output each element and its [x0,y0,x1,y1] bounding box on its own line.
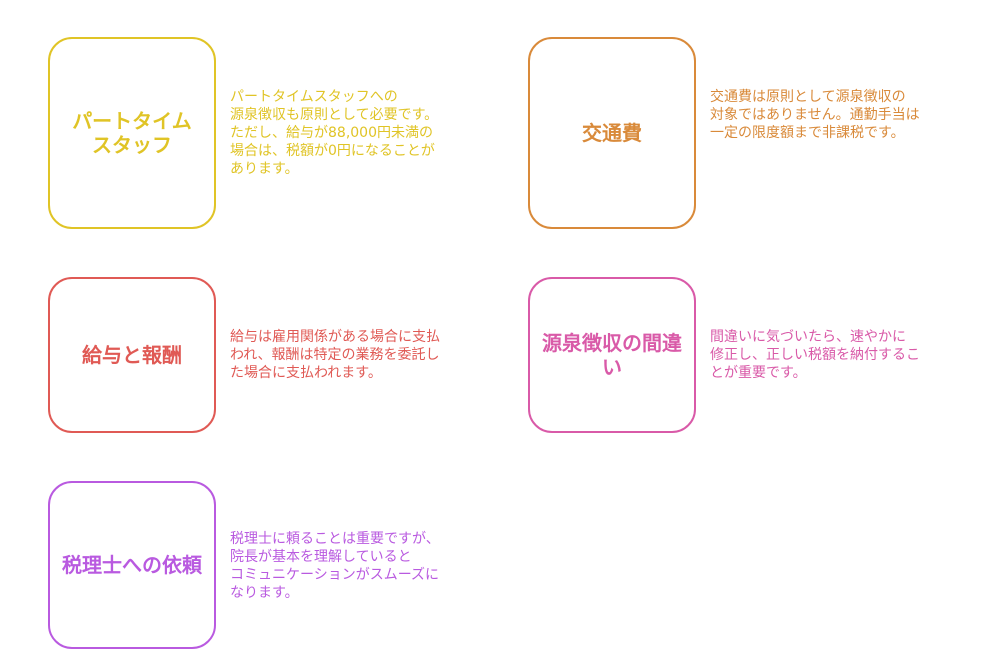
card-title: 源泉徴収の間違 い [542,331,682,379]
card-part-time-staff: パートタイム スタッフ [48,37,216,229]
card-salary-and-fees: 給与と報酬 [48,277,216,433]
card-title: 給与と報酬 [82,343,182,367]
card-description: パートタイムスタッフへの 源泉徴収も原則として必要です。 ただし、給与が88,0… [230,89,439,177]
card-description: 間違いに気づいたら、速やかに 修正し、正しい税額を納付するこ とが重要です。 [710,329,920,381]
card-description: 交通費は原則として源泉徴収の 対象ではありません。通勤手当は 一定の限度額まで非… [710,89,920,141]
card-tax-accountant-request: 税理士への依頼 [48,481,216,649]
card-withholding-mistakes: 源泉徴収の間違 い [528,277,696,433]
card-description: 税理士に頼ることは重要ですが、 院長が基本を理解していると コミュニケーションが… [230,531,440,601]
card-title: 税理士への依頼 [62,553,202,577]
card-transportation: 交通費 [528,37,696,229]
card-title: パートタイム スタッフ [72,109,192,157]
card-title: 交通費 [582,121,642,145]
card-description: 給与は雇用関係がある場合に支払 われ、報酬は特定の業務を委託し た場合に支払われ… [230,329,440,381]
